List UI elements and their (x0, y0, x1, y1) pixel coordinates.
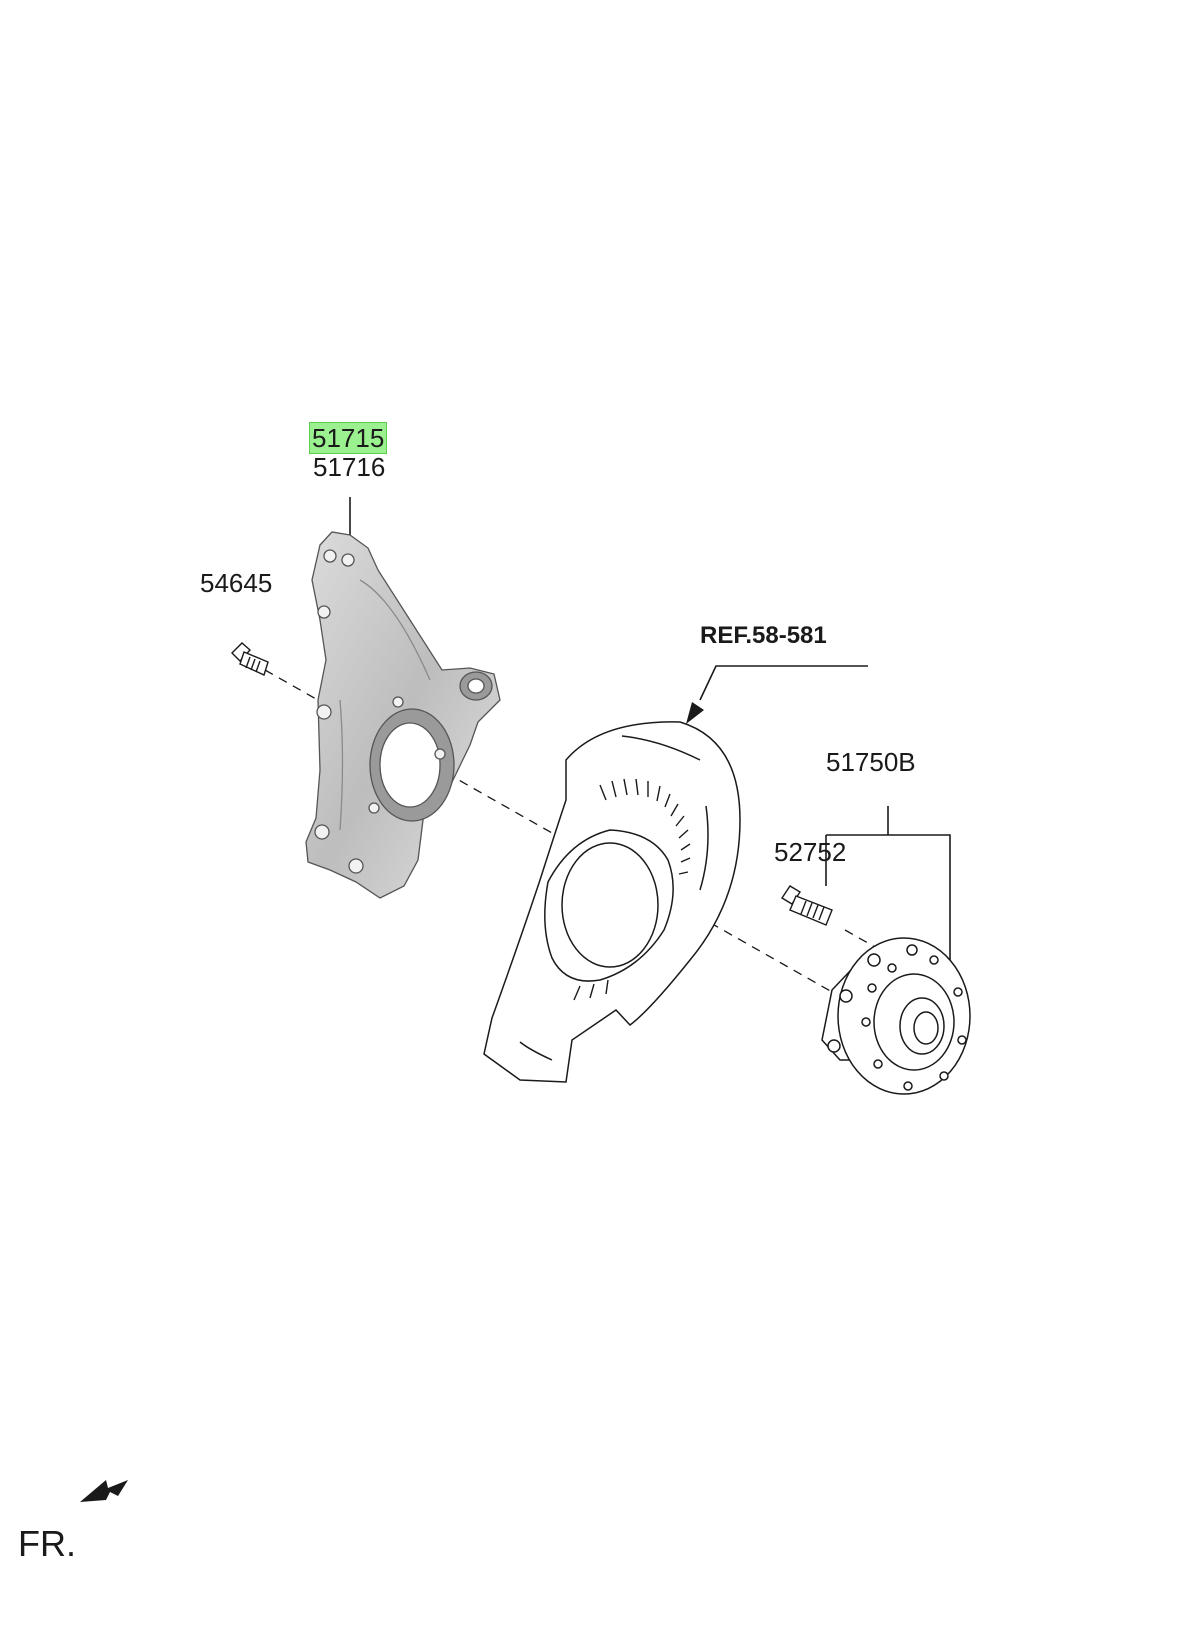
hub-bolt-52752 (781, 885, 833, 926)
wheel-hub-assembly (821, 937, 971, 1095)
leader-lines (349, 497, 951, 972)
bolt-54645 (231, 642, 269, 676)
part-label-54645[interactable]: 54645 (200, 568, 273, 598)
ref-label-58-581[interactable]: REF.58-581 (700, 622, 827, 649)
part-label-52752[interactable]: 52752 (774, 837, 847, 867)
part-label-51716[interactable]: 51716 (313, 452, 386, 482)
front-direction-label: FR. (18, 1523, 76, 1564)
front-arrow-icon (80, 1480, 128, 1502)
ref-arrow-head (686, 702, 704, 724)
part-label-51750B[interactable]: 51750B (826, 747, 916, 777)
dust-cover (483, 721, 741, 1083)
steering-knuckle (305, 531, 501, 899)
dust-cover-slots (573, 778, 691, 1001)
part-label-51715[interactable]: 51715 (309, 422, 388, 454)
